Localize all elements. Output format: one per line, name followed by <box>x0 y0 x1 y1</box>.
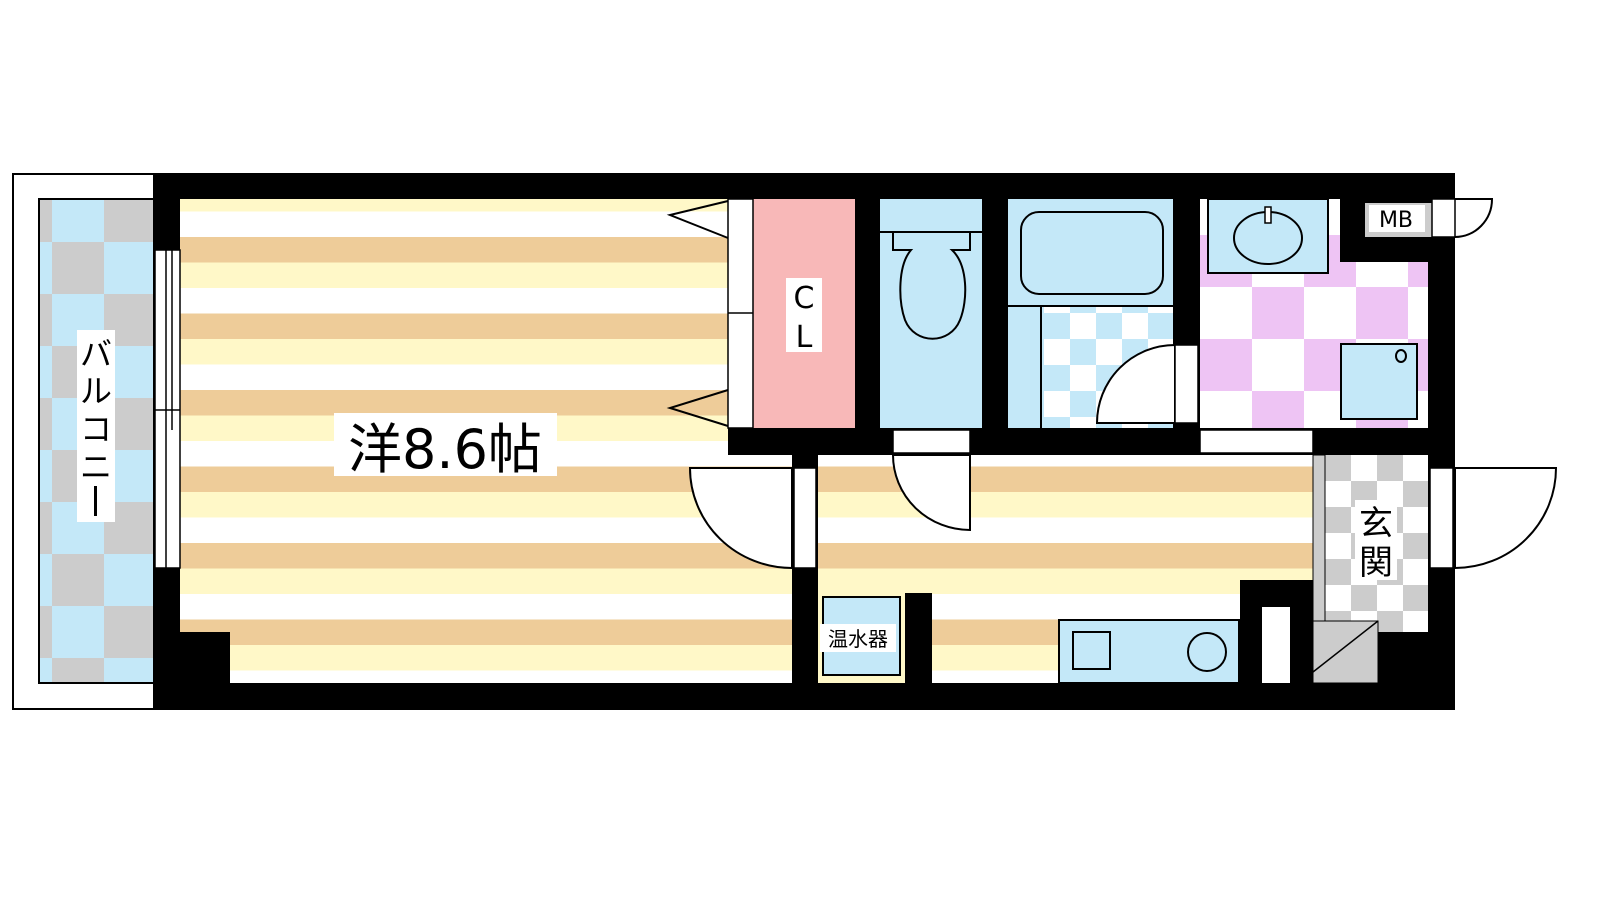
sink-icon <box>1187 632 1227 672</box>
washbasin <box>1207 198 1329 274</box>
balcony-label-char: コ <box>80 410 112 448</box>
bathroom-door-swing <box>1095 343 1176 424</box>
balcony-label: バ ル コ ニ <box>80 335 112 516</box>
balcony: バ ル コ ニ <box>12 173 167 710</box>
entrance-door-swing <box>1454 467 1558 570</box>
pillar <box>153 632 230 683</box>
balcony-label-char: ル <box>80 372 112 410</box>
toilet-icon <box>892 232 971 340</box>
closet-label: C <box>794 281 815 316</box>
meter-box-door-swing <box>1454 198 1494 238</box>
meter-box-label: MB <box>1379 208 1413 233</box>
closet-label: L <box>796 320 813 355</box>
balcony-label-char: バ <box>80 335 112 373</box>
bathroom-door[interactable] <box>1174 344 1199 424</box>
room-door-swing <box>688 467 793 570</box>
water-heater-label: 温水器 <box>828 627 888 651</box>
bathroom <box>1008 199 1199 428</box>
western-room-label: 洋8.6帖 <box>348 418 542 481</box>
washing-machine-space <box>1340 343 1418 420</box>
stove-icon <box>1072 631 1111 670</box>
balcony-label-char: ニ <box>80 448 112 486</box>
toilet-door[interactable] <box>892 429 971 454</box>
water-heater: 温水器 <box>818 590 932 683</box>
balcony-window <box>154 249 181 569</box>
washroom-door[interactable] <box>1199 429 1314 454</box>
closet: C L <box>666 198 855 429</box>
bathtub-icon <box>1020 211 1164 295</box>
kitchen-counter <box>1058 619 1240 684</box>
entrance: 玄 関 <box>1312 454 1428 684</box>
toilet-door-swing <box>891 454 971 532</box>
entrance-door[interactable] <box>1429 467 1454 569</box>
meter-box: MB <box>1340 198 1494 262</box>
entrance-label: 関 <box>1359 543 1393 583</box>
toilet-room <box>880 199 982 428</box>
shoe-box <box>1312 620 1379 684</box>
entrance-label: 玄 <box>1359 504 1393 544</box>
room-door[interactable] <box>793 467 817 569</box>
